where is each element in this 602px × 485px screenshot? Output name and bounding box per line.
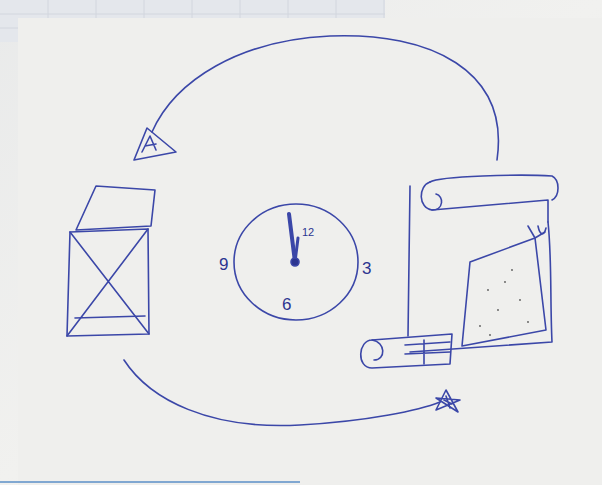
edge-line	[0, 481, 300, 483]
clock-number-holder: 6	[282, 296, 291, 314]
clock-number-holder: 12	[302, 222, 314, 240]
clock-number-holder: 3	[362, 260, 371, 278]
clock-number-holder: 9	[219, 256, 228, 274]
top-arrow	[152, 36, 498, 160]
sack-dots	[479, 269, 529, 336]
document-box	[67, 186, 155, 336]
triangle-arrowhead	[134, 128, 176, 160]
clock	[234, 204, 358, 320]
bottom-arrow	[124, 360, 440, 426]
clock-number: 3	[362, 259, 371, 278]
scroll	[361, 175, 558, 368]
sack-drawing	[462, 226, 546, 346]
clock-number: 6	[282, 295, 291, 314]
clock-number: 9	[219, 255, 228, 274]
star-arrowhead	[436, 390, 460, 412]
clock-number: 12	[302, 226, 314, 238]
